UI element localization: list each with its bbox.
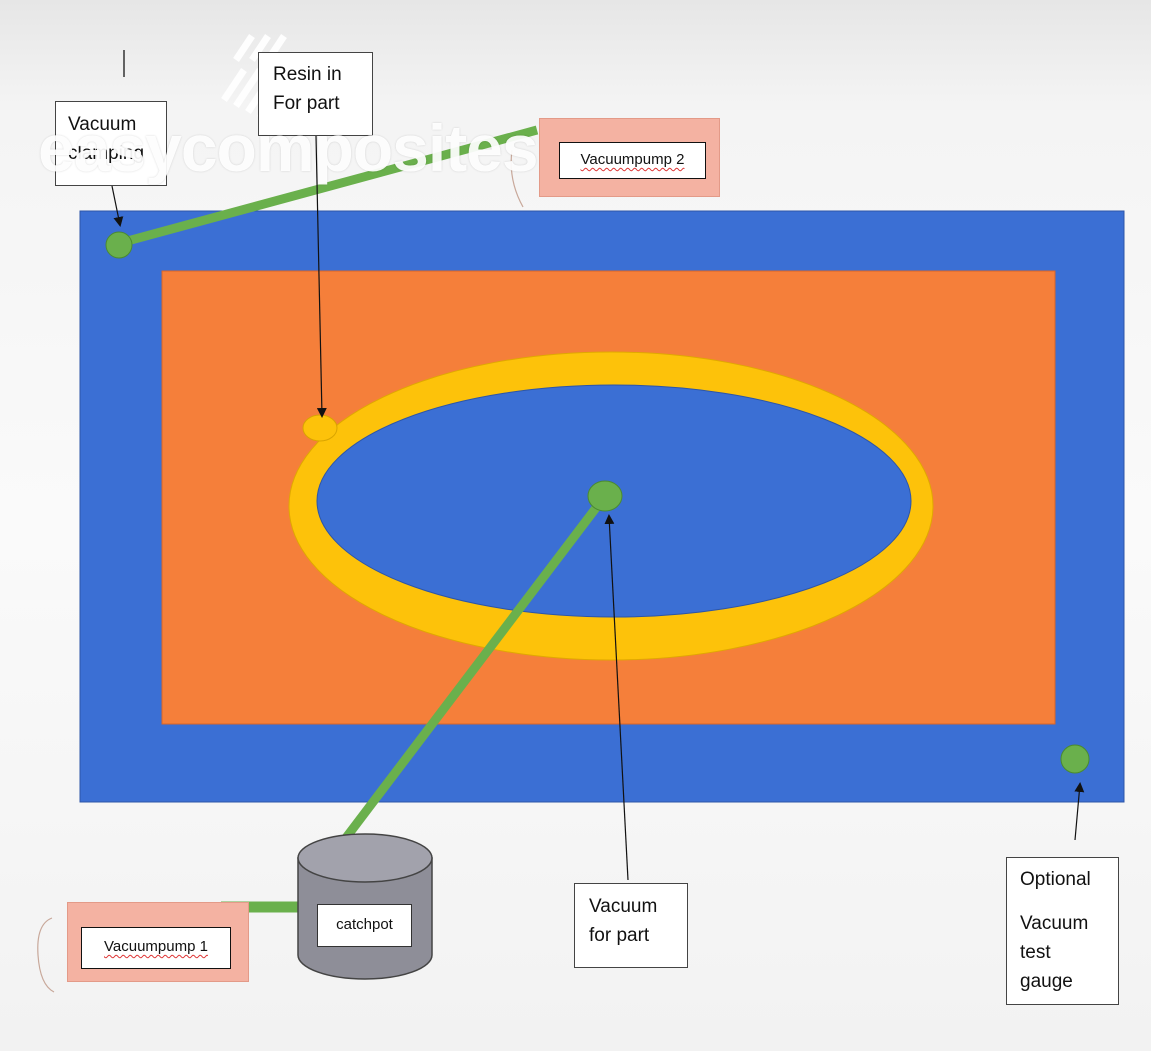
part-vacuum-port [587,480,623,512]
arrow-optional-gauge [1074,782,1085,841]
catchpot-label-box: catchpot [317,904,412,947]
watermark-text: easycomposites [38,111,539,185]
bracket-pump1 [37,917,55,993]
resin-inlet-port [302,414,338,442]
label-resin-in: Resin in For part [258,52,373,136]
label-optional-gauge: Optional Vacuum test gauge [1006,857,1119,1005]
vacuum-pump-1: Vacuumpump 1 [67,902,249,982]
arrow-vacuum-for-part [604,514,629,881]
label-optional-gauge-line5: gauge [1020,971,1073,992]
label-vacuum-clamping: Vacuum clamping [55,101,167,186]
vacuum-pump-2-label: Vacuumpump 2 [580,151,685,168]
label-resin-in-line1: Resin in [273,64,342,85]
vacuum-line-clamping [118,125,539,248]
vacuum-pump-1-label: Vacuumpump 1 [104,938,208,955]
bracket-pump2 [510,149,524,208]
label-vacuum-clamping-line1: Vacuum [68,114,137,135]
catchpot-label: catchpot [336,916,393,933]
clamping-port [105,231,133,259]
label-vacuum-for-part-line2: for part [589,925,650,946]
vacuum-pump-2-label-box: Vacuumpump 2 [559,142,706,179]
label-vacuum-clamping-line2: clamping [68,143,145,164]
label-optional-gauge-line4: test [1020,942,1051,963]
label-resin-in-line2: For part [273,93,340,114]
label-vacuum-for-part-line1: Vacuum [589,896,658,917]
arrow-vacuum-clamping [111,185,124,227]
vacuum-pump-2: Vacuumpump 2 [539,118,720,197]
arrow-resin-in [315,135,327,418]
vacuum-pump-1-label-box: Vacuumpump 1 [81,927,231,969]
label-optional-gauge-spacer [1020,894,1118,909]
label-vacuum-for-part: Vacuum for part [574,883,688,968]
label-optional-gauge-line1: Optional [1020,869,1091,890]
vacuum-line-part [338,493,609,846]
gauge-port [1060,744,1090,774]
label-optional-gauge-line3: Vacuum [1020,913,1089,934]
